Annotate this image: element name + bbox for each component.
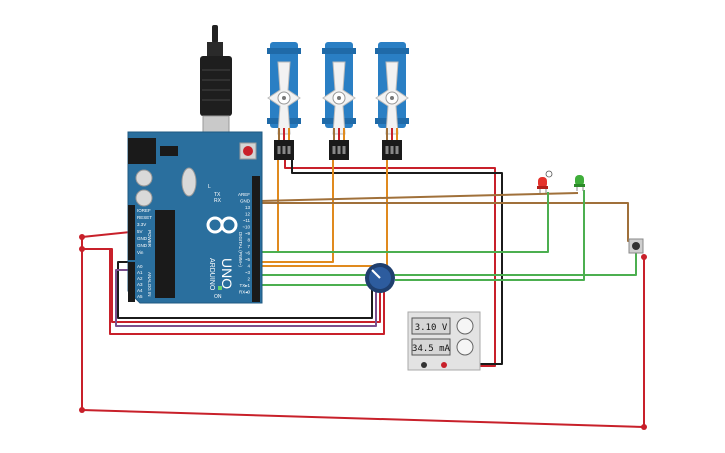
wire-orange-servo2[interactable] — [260, 160, 334, 263]
digital-pin-label: TX▸1 — [239, 283, 250, 288]
red-led-icon[interactable] — [537, 170, 553, 193]
green-led-icon[interactable] — [574, 175, 585, 191]
digital-title: DIGITAL (PWM~) — [238, 232, 243, 267]
wire-green-led-green[interactable] — [395, 190, 585, 281]
board-model: UNO — [219, 258, 235, 289]
negative-terminal[interactable] — [421, 362, 427, 368]
analog-pin-label: A4 — [137, 288, 143, 293]
l-label: L — [208, 184, 211, 190]
power-pin-label: GND — [137, 236, 148, 241]
potentiometer[interactable] — [365, 263, 395, 293]
digital-pin-label: ~11 — [243, 218, 251, 223]
analog-title: ANALOG IN — [147, 272, 152, 297]
analog-pin-label: A0 — [137, 264, 143, 269]
wire-orange-servo3[interactable] — [260, 160, 388, 267]
wire-red-5v-top[interactable] — [82, 248, 381, 323]
servo-motor[interactable] — [267, 42, 301, 160]
analog-pin-label: A2 — [137, 276, 143, 281]
analog-pin-label: A5 — [137, 294, 143, 299]
digital-pin-label: 8 — [247, 238, 250, 243]
digital-pin-label: 13 — [245, 205, 251, 210]
wire-red-pot[interactable] — [109, 250, 385, 335]
wire-purple-pot[interactable] — [115, 269, 377, 327]
arduino-logo — [206, 216, 238, 234]
power-pin-labels: IOREF RESET 3.3V 5V GND GND Vin — [137, 208, 152, 255]
servo-motor[interactable] — [375, 42, 409, 160]
power-supply[interactable]: 3.10 V 34.5 mA — [407, 311, 481, 371]
servos — [267, 42, 409, 160]
voltage-knob[interactable] — [456, 317, 474, 335]
power-pin-label: 3.3V — [137, 222, 146, 227]
digital-pin-label: 12 — [245, 212, 251, 217]
current-readout: 34.5 mA — [412, 344, 451, 354]
current-knob[interactable] — [456, 338, 474, 356]
power-pin-label: 5V — [137, 229, 143, 234]
digital-pin-label: AREF — [238, 192, 250, 197]
digital-pin-label: ~6 — [245, 251, 251, 256]
board-brand: ARDUINO — [208, 258, 215, 291]
rx-label: RX — [214, 198, 222, 204]
digital-pin-label: 4 — [247, 264, 250, 269]
push-button[interactable] — [628, 238, 644, 254]
wire-black-servo-gnd[interactable] — [291, 160, 503, 365]
power-pin-label: RESET — [137, 215, 152, 220]
digital-pin-label: ~9 — [245, 231, 251, 236]
power-pin-label: Vin — [137, 250, 144, 255]
digital-pin-label: 2 — [247, 277, 250, 282]
digital-pin-label: GND — [240, 199, 251, 204]
servo-motor[interactable] — [322, 42, 356, 160]
tx-label: TX — [214, 192, 221, 198]
power-pin-label: GND — [137, 243, 148, 248]
wire-brown-button[interactable] — [260, 202, 636, 242]
voltage-readout: 3.10 V — [415, 323, 448, 333]
on-label: ON — [214, 294, 222, 300]
wire-brown-led[interactable] — [259, 192, 579, 202]
digital-pin-label: RX◂0 — [239, 290, 251, 295]
wires — [81, 160, 645, 428]
digital-pin-label: ~3 — [245, 270, 251, 275]
power-pin-label: IOREF — [137, 208, 151, 213]
digital-pin-label: 7 — [247, 244, 250, 249]
digital-pin-label: ~5 — [245, 257, 251, 262]
power-title: POWER — [147, 230, 152, 248]
analog-header[interactable] — [128, 262, 135, 302]
wire-orange-servo1[interactable] — [260, 160, 279, 253]
analog-pin-label: A3 — [137, 282, 143, 287]
analog-pin-label: A1 — [137, 270, 143, 275]
digital-header[interactable] — [252, 176, 260, 302]
power-header[interactable] — [128, 205, 135, 260]
arduino-uno-board[interactable]: ARDUINO UNO TX RX L ON IOREF RESET 3.3V 5V G… — [127, 131, 263, 304]
digital-pin-label: ~10 — [242, 225, 250, 230]
wire-green-led-red[interactable] — [260, 192, 549, 253]
positive-terminal[interactable] — [441, 362, 447, 368]
wire-green-button[interactable] — [260, 253, 637, 276]
wire-black-pot[interactable] — [117, 261, 373, 319]
